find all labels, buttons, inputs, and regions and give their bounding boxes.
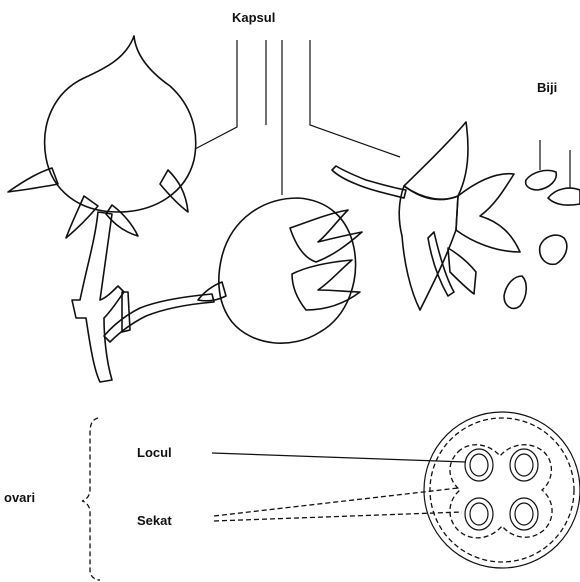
opening-capsule-fruit [104,198,362,343]
ovari-bracket [82,418,100,580]
biji-label: Biji [537,80,557,95]
kapsul-label: Kapsul [232,10,275,25]
locul-label: Locul [137,445,172,460]
sekat-label: Sekat [137,513,172,528]
sekat-leader-line-lower [214,512,462,521]
sekat-leader-line-upper [214,488,458,516]
locul-leader-line [212,453,466,462]
ovary-cross-section [424,412,580,568]
kapsul-pointer-lines [195,40,400,195]
dehisced-capsule-fruit [332,122,520,310]
closed-capsule-fruit [8,36,196,382]
seeds [504,170,580,308]
ovari-label: ovari [4,490,35,505]
